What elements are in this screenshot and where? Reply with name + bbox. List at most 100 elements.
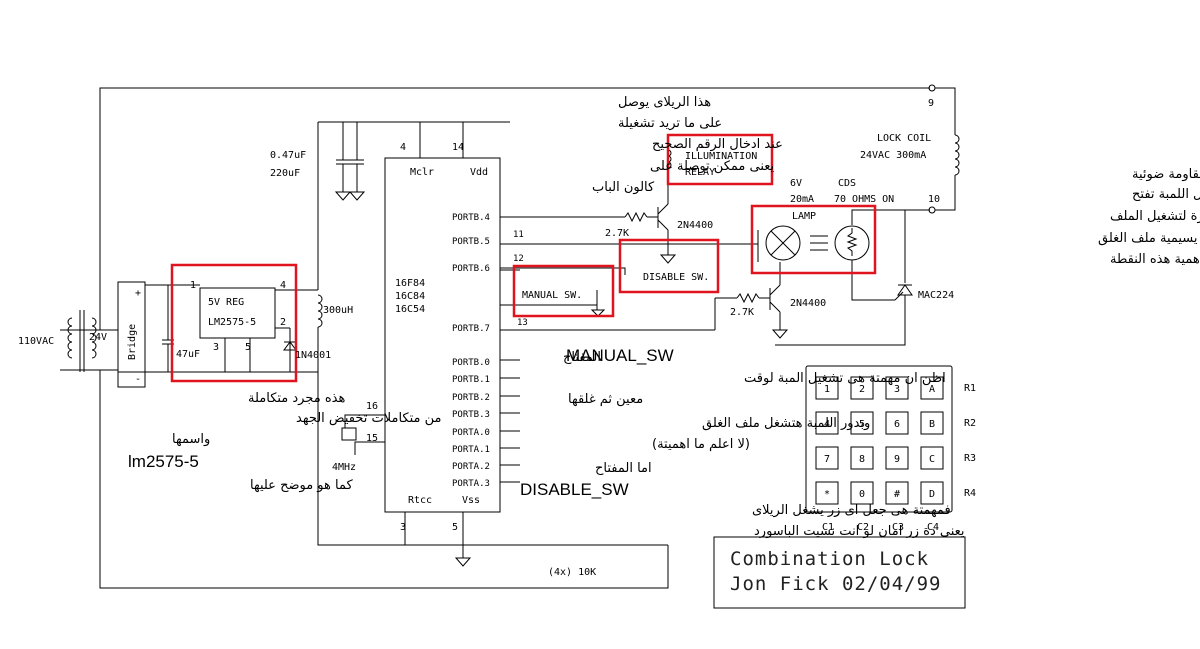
keypad-key-label: 1 bbox=[824, 384, 830, 395]
pin-porta3: PORTA.3 bbox=[452, 479, 490, 489]
keypad-key-label: * bbox=[824, 489, 830, 500]
reg-pin-1: 1 bbox=[190, 280, 196, 291]
keypad-key bbox=[885, 376, 909, 400]
mcu-name-2: 16C84 bbox=[395, 291, 425, 302]
res-27k-b: 2.7K bbox=[730, 307, 754, 318]
cap-047-label: 0.47uF bbox=[270, 150, 306, 161]
keypad-key-label: B bbox=[929, 419, 935, 430]
keypad-key-label: D bbox=[929, 489, 935, 500]
pin-porta2: PORTA.2 bbox=[452, 462, 490, 472]
pin-11: 11 bbox=[513, 230, 524, 240]
lamp-note-5: ولا اعلم اهمية هذه النقطة bbox=[1110, 252, 1200, 267]
keypad-key-label: 9 bbox=[894, 454, 900, 465]
keypad-key-label: 8 bbox=[859, 454, 865, 465]
reg-note-2: من متكاملات تخفيض الجهد bbox=[296, 411, 441, 426]
keypad-key bbox=[920, 376, 944, 400]
pin-portb7: PORTB.7 bbox=[452, 324, 490, 334]
cds-label: CDS bbox=[838, 178, 856, 189]
keypad-key bbox=[815, 481, 839, 505]
reg-note-part: lm2575-5 bbox=[128, 452, 199, 471]
mcu-name-3: 16C54 bbox=[395, 304, 425, 315]
crystal-label: 4MHz bbox=[332, 462, 356, 473]
node-10: 10 bbox=[928, 194, 940, 205]
mclr-pin-num: 4 bbox=[400, 142, 406, 153]
mcu-name-1: 16F84 bbox=[395, 278, 425, 289]
keypad-row-r4: R4 bbox=[964, 488, 976, 499]
lamp-6v: 6V bbox=[790, 178, 802, 189]
disable-note-2: يعنى دة زر امان لو انت نسيت الباسورد bbox=[754, 524, 965, 539]
title-block: Combination Lock Jon Fick 02/04/99 bbox=[713, 536, 966, 609]
schematic-labels: 110VAC 24V Bridge + - 0.47uF 220uF 47uF … bbox=[18, 98, 954, 578]
transistor-b-label: 2N4400 bbox=[790, 298, 826, 309]
pin-15: 15 bbox=[366, 433, 378, 444]
cap-47-label: 47uF bbox=[176, 349, 200, 360]
keypad-col-c3: C3 bbox=[892, 522, 904, 533]
sw-note-3: وبدور اللمبة هتشغل ملف الغلق bbox=[702, 416, 870, 431]
lamp-note-4: الذى يسيمية ملف الغلق bbox=[1098, 231, 1200, 246]
lock-coil-spec: 24VAC 300mA bbox=[860, 150, 926, 161]
vdd-label: Vdd bbox=[470, 167, 488, 178]
lamp-20ma: 20mA bbox=[790, 194, 814, 205]
lamp-note-2: وعند تشغيل اللمبة تفتح bbox=[1132, 187, 1200, 202]
cap-220-label: 220uF bbox=[270, 168, 300, 179]
keypad-col-c4: C4 bbox=[927, 522, 939, 533]
keypad-col-c2: C2 bbox=[857, 522, 869, 533]
pin-portb3: PORTB.3 bbox=[452, 410, 490, 420]
highlight-disable-sw bbox=[618, 238, 720, 294]
ac-input-label: 110VAC bbox=[18, 336, 54, 347]
manual-sw-label: MANUAL SW. bbox=[522, 290, 582, 301]
highlight-relay bbox=[666, 133, 774, 186]
pin-portb6: PORTB.6 bbox=[452, 264, 490, 274]
pin-portb4: PORTB.4 bbox=[452, 213, 490, 223]
keypad-key bbox=[920, 481, 944, 505]
transformer-label: 24V bbox=[89, 332, 107, 343]
pin-13: 13 bbox=[517, 318, 528, 328]
pin-3: 3 bbox=[400, 522, 406, 533]
lamp-note-3: الدائرة لتشغيل الملف bbox=[1110, 209, 1200, 224]
annotations: هذا الريلاى يوصل على ما تريد تشغيلة عند … bbox=[128, 95, 1200, 539]
lamp-label: LAMP bbox=[792, 211, 816, 222]
reg-note-3: واسمها bbox=[172, 432, 210, 447]
reg-note-1: هذه مجرد متكاملة bbox=[248, 391, 345, 406]
relay-note-4: يعنى ممكن توصلة على bbox=[650, 159, 775, 174]
keypad-key-label: 6 bbox=[894, 419, 900, 430]
reg-note-end: كما هو موضح عليها bbox=[250, 478, 353, 493]
reg-pin-3: 3 bbox=[213, 342, 219, 353]
relay-note-2: على ما تريد تشغيلة bbox=[618, 116, 722, 131]
keypad-key-label: 4 bbox=[824, 419, 830, 430]
reg-pin-2: 2 bbox=[280, 317, 286, 328]
vdd-pin-num: 14 bbox=[452, 142, 464, 153]
triac-label: MAC224 bbox=[918, 290, 954, 301]
keypad-key-label: 3 bbox=[894, 384, 900, 395]
lock-coil-label: LOCK COIL bbox=[877, 133, 931, 144]
keypad-key bbox=[815, 376, 839, 400]
highlight-manual-sw bbox=[512, 264, 615, 318]
keypad-key-label: C bbox=[929, 454, 935, 465]
pin-portb0: PORTB.0 bbox=[452, 358, 490, 368]
pin-portb1: PORTB.1 bbox=[452, 375, 490, 385]
rtcc-label: Rtcc bbox=[408, 495, 432, 506]
keypad-row-r3: R3 bbox=[964, 453, 976, 464]
relay-label-2: RELAY bbox=[685, 167, 715, 178]
highlight-lamp-cds bbox=[750, 204, 877, 275]
reg-pin-5: 5 bbox=[245, 342, 251, 353]
bridge-label: Bridge bbox=[127, 324, 138, 360]
keypad-key-label: 2 bbox=[859, 384, 865, 395]
sw-note-5: اما المفتاح bbox=[595, 461, 652, 476]
disable-sw-label: DISABLE SW. bbox=[643, 272, 709, 283]
pin-porta1: PORTA.1 bbox=[452, 445, 490, 455]
pin-5: 5 bbox=[452, 522, 458, 533]
bridge-plus: + bbox=[135, 288, 141, 299]
title-line-1: Combination Lock bbox=[730, 548, 929, 570]
keypad-key-label: 5 bbox=[859, 419, 865, 430]
pin-portb2: PORTB.2 bbox=[452, 393, 490, 403]
pin-porta0: PORTA.0 bbox=[452, 428, 490, 438]
keypad-key-label: 0 bbox=[859, 489, 865, 500]
pin-12: 12 bbox=[513, 254, 524, 264]
keypad-key bbox=[885, 411, 909, 435]
keypad-key-label: 7 bbox=[824, 454, 830, 465]
reg-name: 5V REG bbox=[208, 297, 244, 308]
keypad-key bbox=[815, 411, 839, 435]
keypad-col-c1: C1 bbox=[822, 522, 834, 533]
